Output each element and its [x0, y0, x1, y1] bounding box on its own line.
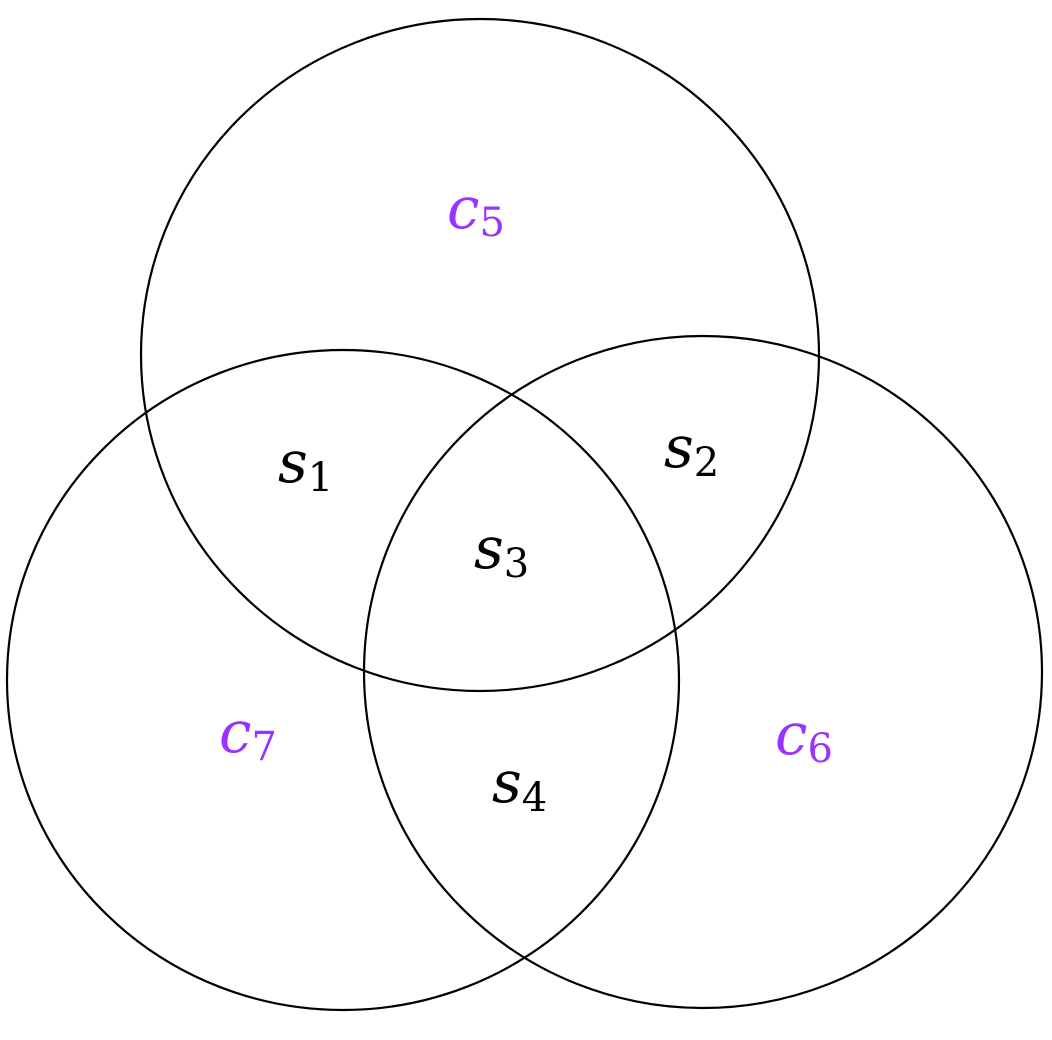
set-label-c6: c6 [775, 700, 833, 772]
set-label-c5: c5 [447, 174, 505, 246]
circle-c7 [5, 348, 681, 1012]
set-label-c7: c7 [219, 698, 277, 770]
region-label-s1: s1 [278, 428, 333, 501]
region-label-s2: s2 [664, 413, 719, 486]
circle-c5 [139, 17, 821, 693]
circle-c6 [362, 334, 1044, 1010]
region-label-s4: s4 [492, 748, 547, 821]
region-label-s3: s3 [474, 514, 529, 587]
